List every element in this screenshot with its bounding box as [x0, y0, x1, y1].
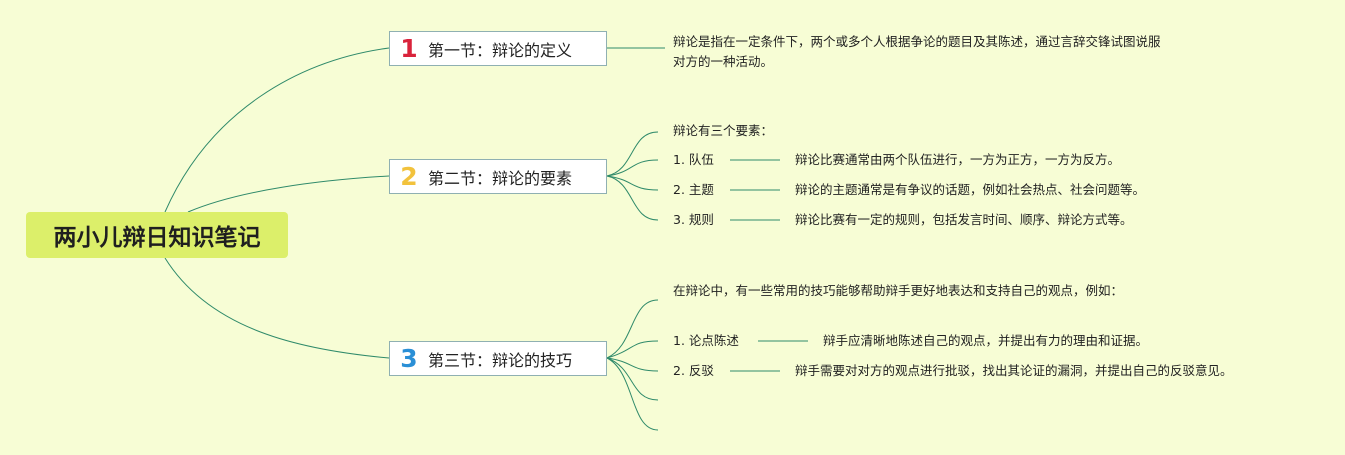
section-3-item-1-detail: 辩手应清晰地陈述自己的观点，并提出有力的理由和证据。 [823, 333, 1149, 348]
section-3-item-2-detail: 辩手需要对对方的观点进行批驳，找出其论证的漏洞，并提出自己的反驳意见。 [795, 363, 1233, 378]
section-1-topic[interactable]: 1 第一节：辩论的定义 [389, 31, 607, 66]
section-1-title: 第一节：辩论的定义 [428, 40, 573, 60]
section-2-item-1-line [606, 159, 659, 177]
section-3-item-3-line [606, 357, 659, 401]
section-2-item-3-line [606, 175, 659, 221]
section-3-intro-line [606, 299, 659, 359]
root-to-section-2-line [187, 175, 390, 213]
section-2-item-2-detail: 辩论的主题通常是有争议的话题，例如社会热点、社会问题等。 [795, 182, 1146, 197]
section-2-item-3-detail: 辩论比赛有一定的规则，包括发言时间、顺序、辩论方式等。 [795, 212, 1133, 227]
section-3-item-2-line [606, 357, 659, 372]
section-2-item-2-label: 2. 主题 [673, 182, 714, 197]
root-to-section-1-line [164, 47, 390, 213]
section-3-item-1-label: 1. 论点陈述 [673, 333, 739, 348]
section-2-intro-line [606, 131, 659, 177]
root-topic[interactable]: 两小儿辩日知识笔记 [26, 212, 288, 258]
section-3-intro: 在辩论中，有一些常用的技巧能够帮助辩手更好地表达和支持自己的观点，例如： [673, 283, 1124, 298]
number-1-icon: 1 [400, 34, 418, 63]
number-3-icon: 3 [400, 344, 418, 373]
number-2-icon: 2 [400, 162, 418, 191]
section-3-item-1-line [606, 340, 659, 359]
section-2-item-1-detail: 辩论比赛通常由两个队伍进行，一方为正方，一方为反方。 [795, 152, 1121, 167]
section-3-topic[interactable]: 3 第三节：辩论的技巧 [389, 341, 607, 376]
section-1-intro: 辩论是指在一定条件下，两个或多个人根据争论的题目及其陈述，通过言辞交锋试图说服对… [673, 34, 1161, 69]
section-3-item-4-line [606, 357, 659, 431]
section-2-item-1-label: 1. 队伍 [673, 152, 714, 167]
section-2-intro: 辩论有三个要素： [673, 123, 774, 138]
section-2-item-2-line [606, 175, 659, 191]
section-2-topic[interactable]: 2 第二节：辩论的要素 [389, 159, 607, 194]
section-3-title: 第三节：辩论的技巧 [428, 350, 573, 370]
root-to-section-3-line [164, 257, 390, 359]
section-2-title: 第二节：辩论的要素 [428, 168, 573, 188]
section-3-item-2-label: 2. 反驳 [673, 363, 714, 378]
section-2-item-3-label: 3. 规则 [673, 212, 714, 227]
